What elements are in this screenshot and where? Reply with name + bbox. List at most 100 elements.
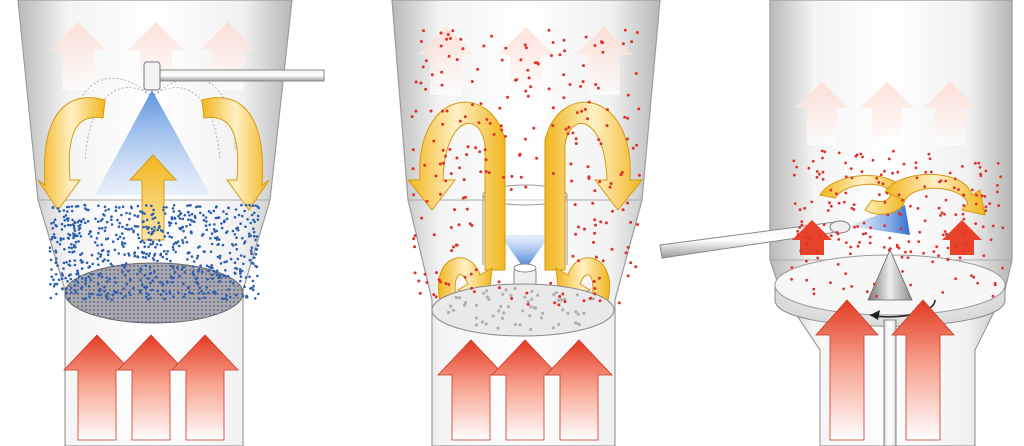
particle: [229, 295, 232, 299]
particle: [444, 179, 448, 183]
particle: [216, 236, 219, 239]
particle: [145, 291, 148, 295]
particle: [552, 293, 556, 297]
particle: [589, 296, 593, 300]
particle: [84, 207, 87, 210]
particle: [62, 215, 66, 219]
particle: [68, 259, 72, 263]
particle: [954, 277, 958, 281]
particle: [233, 261, 237, 265]
particle: [254, 252, 258, 256]
particle: [577, 322, 582, 326]
particle: [74, 289, 77, 292]
particle: [56, 264, 59, 268]
particle: [812, 287, 816, 291]
particle: [150, 288, 154, 292]
particle: [53, 282, 57, 286]
particle: [97, 263, 100, 267]
particle: [98, 287, 102, 291]
particle: [519, 175, 523, 179]
particle: [152, 208, 155, 212]
particle: [106, 250, 110, 253]
particle: [466, 145, 470, 149]
particle: [868, 235, 872, 239]
particle: [441, 148, 445, 152]
particle: [76, 281, 80, 284]
particle: [53, 218, 57, 221]
particle: [135, 225, 138, 228]
upward-air-arrow-icon: [815, 299, 955, 441]
particle: [62, 209, 66, 212]
particle: [592, 240, 595, 244]
particle: [67, 274, 71, 277]
curved-flow-arrow-icon: [819, 173, 986, 216]
particle: [78, 231, 81, 235]
particle: [482, 44, 486, 48]
particle: [871, 158, 875, 162]
particle: [117, 225, 121, 228]
particle: [413, 271, 417, 275]
particle: [178, 213, 182, 216]
particle: [161, 283, 164, 287]
particle: [559, 298, 563, 302]
particle: [526, 68, 530, 72]
particle: [592, 280, 596, 283]
particle: [1001, 266, 1004, 270]
particle: [598, 180, 602, 184]
particle: [445, 109, 449, 113]
particle: [790, 266, 794, 269]
particle: [210, 273, 214, 277]
particle: [897, 211, 901, 215]
particle: [815, 175, 819, 179]
particle: [73, 229, 77, 232]
particle: [181, 238, 184, 242]
particle: [63, 247, 66, 251]
plate-holes: [446, 286, 596, 332]
particle: [485, 117, 489, 121]
curved-flow-arrow-icon: [406, 101, 644, 271]
particle: [413, 245, 417, 249]
particle: [502, 311, 506, 315]
particle: [133, 214, 136, 217]
particle: [80, 267, 84, 270]
particle: [448, 147, 452, 151]
particle: [50, 222, 53, 225]
particle: [113, 276, 117, 280]
particle: [210, 232, 214, 235]
particle: [143, 241, 146, 245]
particle: [203, 250, 206, 253]
particle: [625, 137, 629, 141]
particle: [499, 304, 503, 309]
particle: [637, 173, 641, 177]
particle: [194, 205, 198, 209]
particle: [241, 214, 244, 218]
particle: [244, 225, 247, 228]
particle: [132, 286, 135, 290]
particle: [169, 259, 172, 263]
particle: [963, 231, 967, 235]
particle: [599, 220, 603, 224]
particle: [957, 188, 960, 192]
particle: [121, 296, 125, 300]
particle: [152, 258, 156, 262]
particle: [981, 225, 985, 229]
particle: [243, 255, 246, 258]
particle: [796, 233, 800, 236]
particle: [241, 294, 245, 298]
particle: [892, 149, 895, 153]
particle: [868, 241, 872, 245]
particle: [159, 252, 163, 256]
particle: [800, 223, 804, 227]
particle: [917, 240, 921, 244]
upward-flow-arrow-icon: [128, 154, 178, 241]
particle: [70, 205, 74, 208]
particle: [73, 263, 77, 267]
particle: [199, 264, 202, 268]
particle: [812, 292, 816, 296]
particle: [123, 253, 126, 256]
particle: [958, 256, 962, 260]
particle: [159, 229, 163, 232]
particle: [837, 238, 841, 241]
particle: [170, 216, 174, 219]
particle: [835, 231, 839, 234]
